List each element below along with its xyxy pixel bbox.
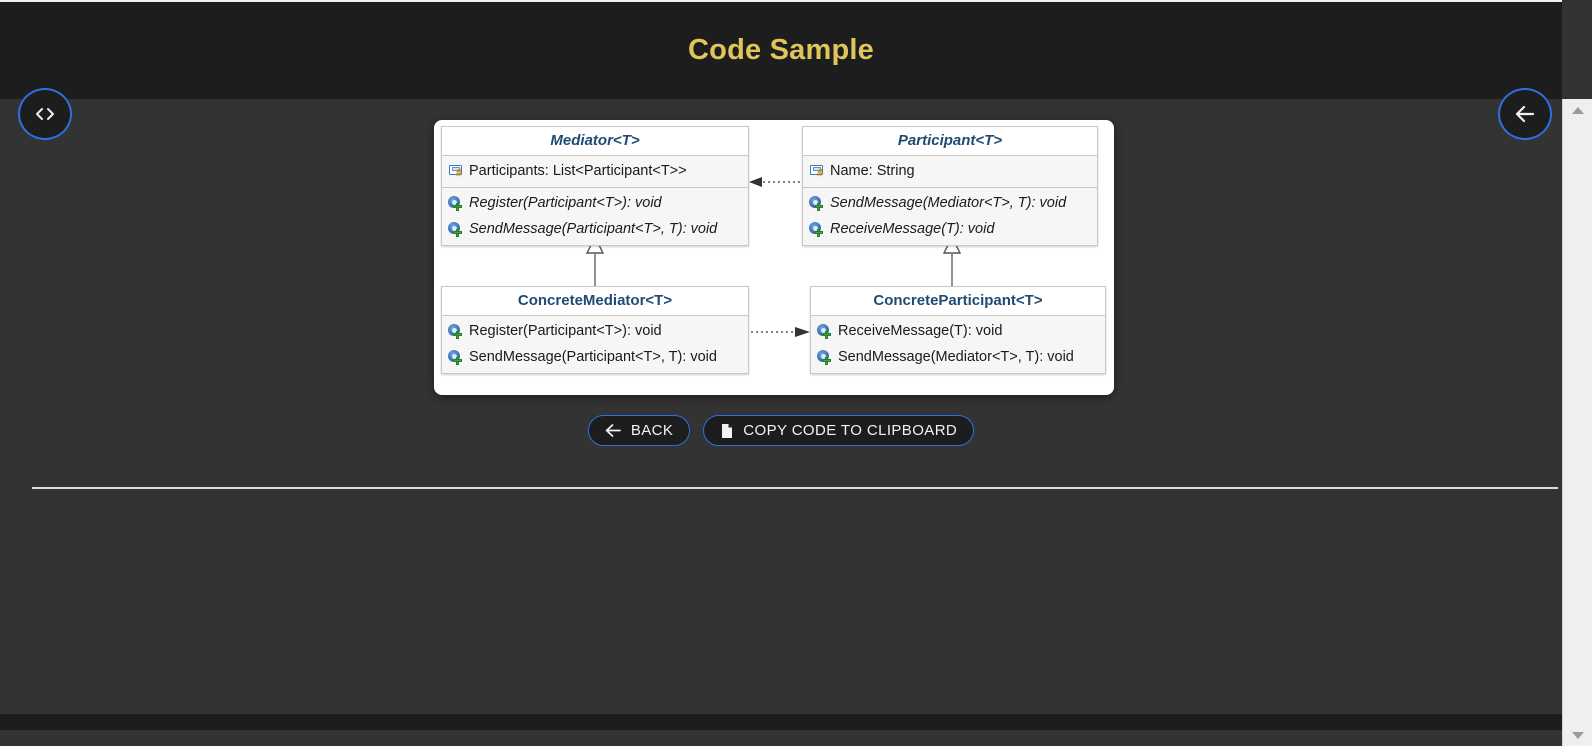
uml-class-participant: Participant<T> # Name: String SendMessag… [802,126,1098,246]
vertical-scrollbar[interactable] [1562,99,1592,746]
arrow-left-icon [605,424,622,437]
uml-method-row: SendMessage(Mediator<T>, T): void [811,344,1105,370]
code-brackets-icon [34,107,56,121]
uml-method-text: ReceiveMessage(T): void [830,221,995,237]
uml-methods-section: Register(Participant<T>): void SendMessa… [442,188,748,245]
uml-property-row: # Name: String [803,158,1097,184]
property-icon: # [809,163,827,179]
method-icon [448,195,466,211]
uml-method-text: Register(Participant<T>): void [469,323,662,339]
uml-method-text: ReceiveMessage(T): void [838,323,1003,339]
arrow-left-icon [1513,105,1537,123]
method-icon [809,195,827,211]
uml-property-text: Name: String [830,163,915,179]
uml-class-mediator: Mediator<T> # Participants: List<Partici… [441,126,749,246]
uml-class-title: ConcreteMediator<T> [442,287,748,316]
copy-code-button[interactable]: COPY CODE TO CLIPBOARD [703,415,975,446]
uml-method-text: SendMessage(Participant<T>, T): void [469,349,717,365]
uml-class-title: Participant<T> [803,127,1097,156]
uml-diagram-card: Mediator<T> # Participants: List<Partici… [434,120,1114,395]
uml-method-row: Register(Participant<T>): void [442,190,748,216]
method-icon [809,221,827,237]
uml-method-row: SendMessage(Participant<T>, T): void [442,344,748,370]
uml-method-row: ReceiveMessage(T): void [811,318,1105,344]
back-button[interactable]: BACK [587,415,691,446]
uml-class-concrete-mediator: ConcreteMediator<T> Register(Participant… [441,286,749,374]
method-icon [448,323,466,339]
copy-code-button-label: COPY CODE TO CLIPBOARD [743,422,958,439]
uml-properties-section: # Name: String [803,156,1097,188]
method-icon [817,323,835,339]
uml-method-text: Register(Participant<T>): void [469,195,662,211]
uml-method-row: ReceiveMessage(T): void [803,216,1097,242]
uml-properties-section: # Participants: List<Participant<T>> [442,156,748,188]
scroll-up-arrow-icon[interactable] [1563,99,1592,121]
code-view-button[interactable] [18,88,72,140]
document-copy-icon [720,423,734,439]
uml-methods-section: ReceiveMessage(T): void SendMessage(Medi… [811,316,1105,373]
uml-methods-section: SendMessage(Mediator<T>, T): void Receiv… [803,188,1097,245]
uml-method-row: SendMessage(Mediator<T>, T): void [803,190,1097,216]
method-icon [448,349,466,365]
uml-class-title: Mediator<T> [442,127,748,156]
uml-property-text: Participants: List<Participant<T>> [469,163,687,179]
uml-class-title: ConcreteParticipant<T> [811,287,1105,316]
page-header: Code Sample [0,0,1562,99]
content-area: Mediator<T> # Participants: List<Partici… [0,99,1562,730]
method-icon [448,221,466,237]
back-button-label: BACK [630,422,674,439]
uml-class-concrete-participant: ConcreteParticipant<T> ReceiveMessage(T)… [810,286,1106,374]
action-button-row: BACK COPY CODE TO CLIPBOARD [0,415,1562,446]
method-icon [817,349,835,365]
uml-method-text: SendMessage(Participant<T>, T): void [469,221,718,237]
uml-property-row: # Participants: List<Participant<T>> [442,158,748,184]
uml-method-text: SendMessage(Mediator<T>, T): void [838,349,1074,365]
back-floating-button[interactable] [1498,88,1552,140]
uml-methods-section: Register(Participant<T>): void SendMessa… [442,316,748,373]
uml-method-row: Register(Participant<T>): void [442,318,748,344]
uml-method-text: SendMessage(Mediator<T>, T): void [830,195,1067,211]
uml-method-row: SendMessage(Participant<T>, T): void [442,216,748,242]
bottom-strip [0,714,1562,730]
property-icon: # [448,163,466,179]
scroll-down-arrow-icon[interactable] [1563,724,1592,746]
section-divider [32,487,1558,489]
page-title: Code Sample [688,34,874,66]
